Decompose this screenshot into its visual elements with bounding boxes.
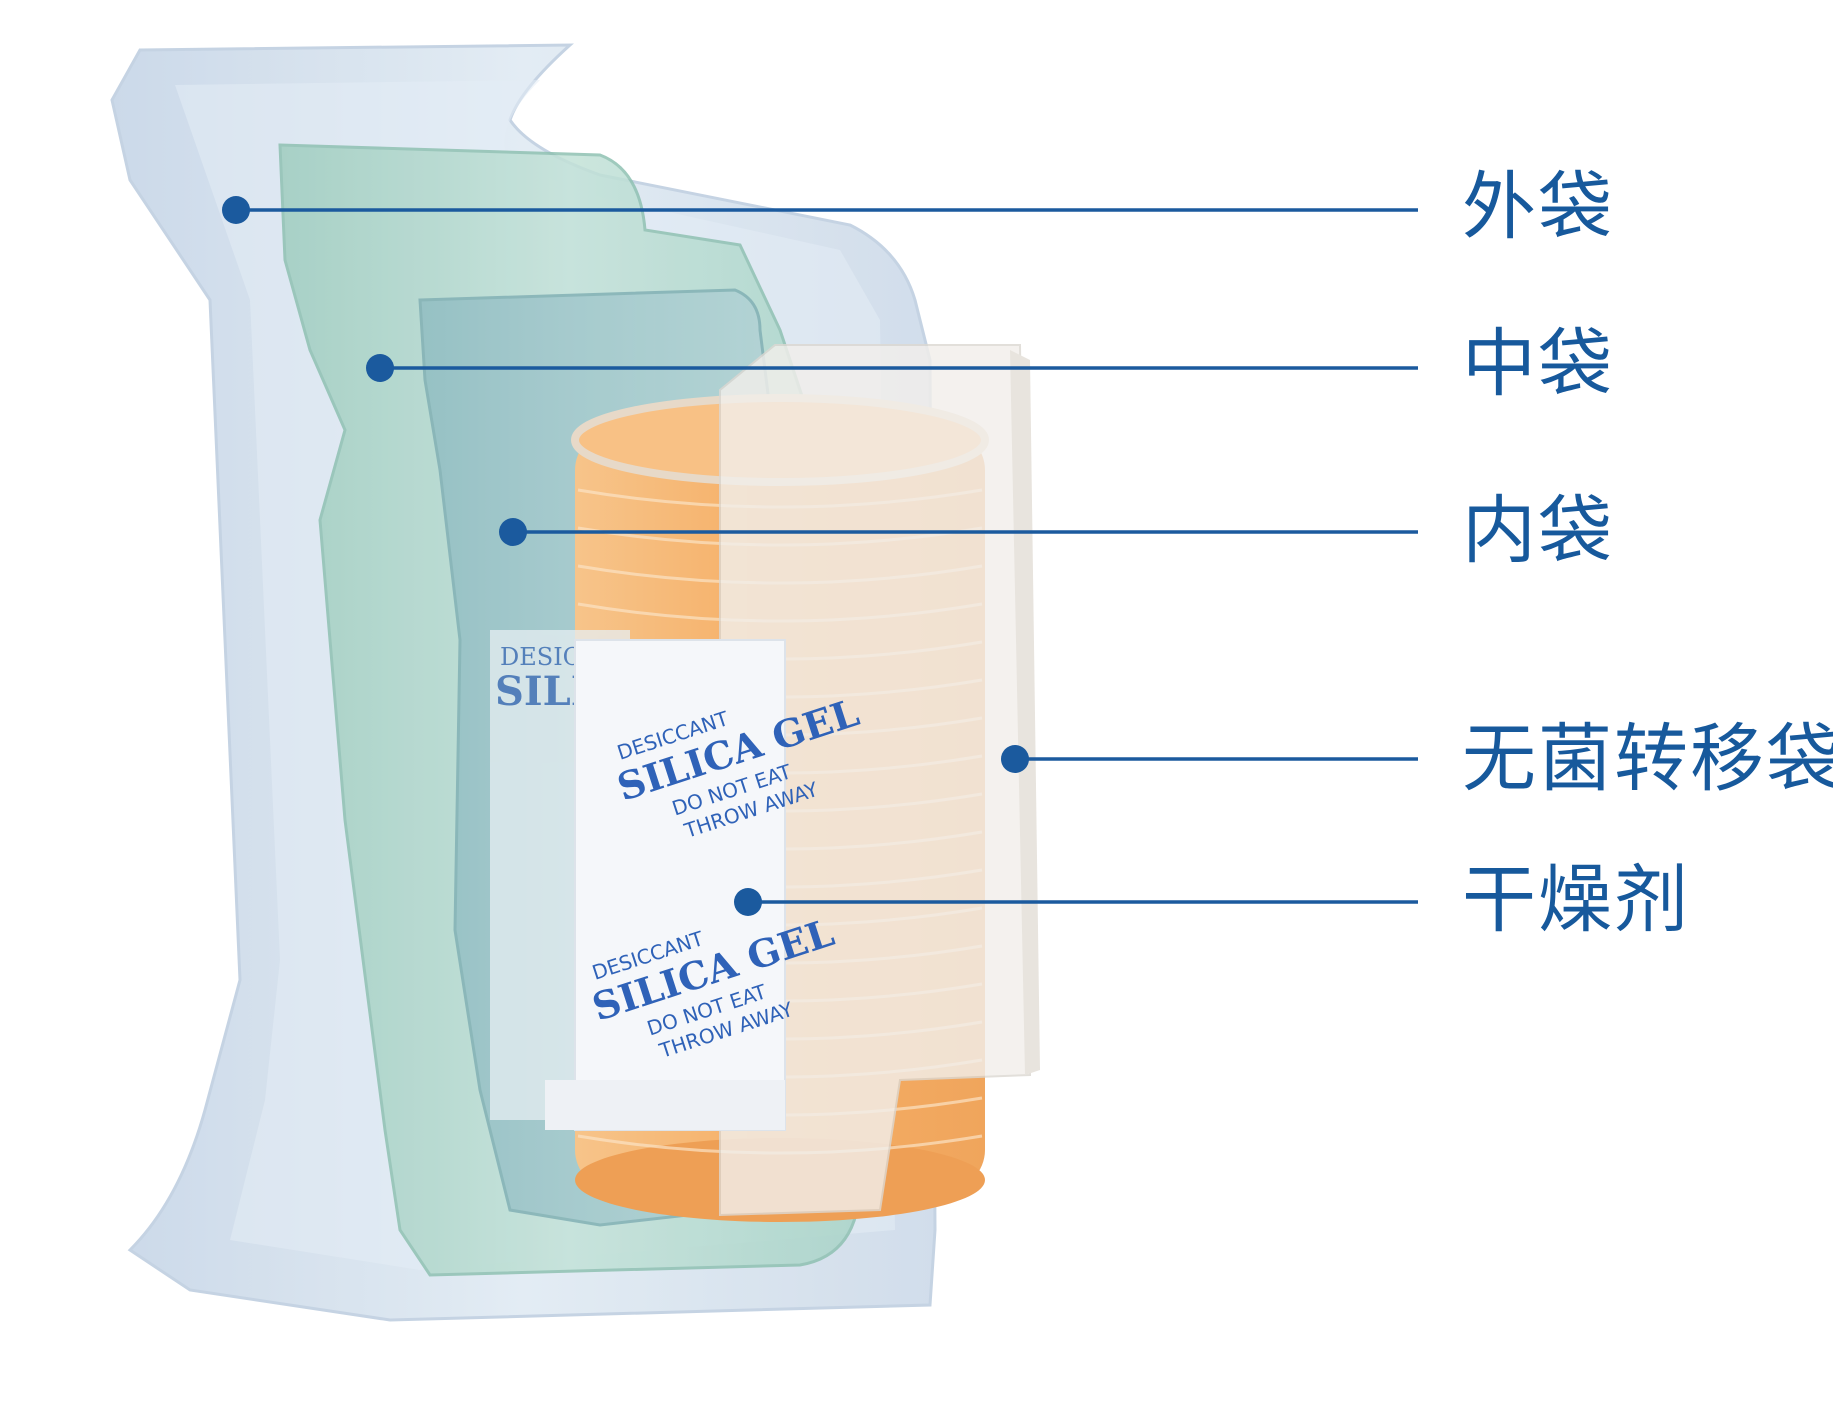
dot-marker-middle-bag [366,354,394,382]
dot-marker-inner-bag [499,518,527,546]
label-inner-bag: 内袋 [1462,488,1614,574]
dot-marker-outer-bag [222,196,250,224]
label-middle-bag: 中袋 [1462,321,1614,407]
dot-marker-desiccant [734,888,762,916]
desiccant-packet-front: DESICCANT SILICA GEL DO NOT EAT THROW AW… [545,639,864,1131]
dot-marker-transfer-bag [1001,745,1029,773]
label-transfer-bag: 无菌转移袋 [1462,716,1833,802]
label-desiccant: 干燥剂 [1462,857,1690,943]
callout-lines [222,196,1418,916]
label-outer-bag: 外袋 [1462,164,1614,250]
